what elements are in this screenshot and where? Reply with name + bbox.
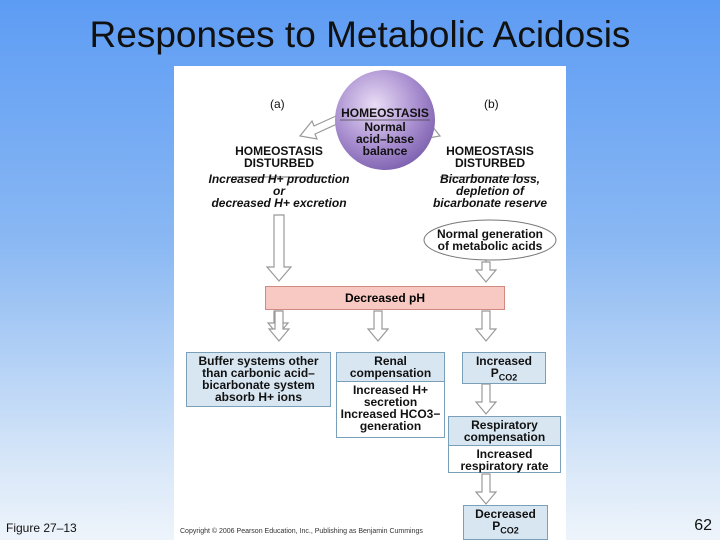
ellipse-shape xyxy=(423,219,557,261)
figure-label: Figure 27–13 xyxy=(6,521,77,535)
arrow-icon xyxy=(474,473,498,505)
copyright: Copyright © 2006 Pearson Education, Inc.… xyxy=(180,528,423,535)
slide-title: Responses to Metabolic Acidosis xyxy=(89,14,631,55)
label-a: (a) xyxy=(270,97,285,111)
decreased-ph-box: Decreased pH xyxy=(265,286,505,310)
label-b: (b) xyxy=(484,97,499,111)
arrow-icon xyxy=(474,383,498,415)
arrow-icon xyxy=(265,214,293,282)
arrow-icon xyxy=(298,115,338,140)
figure: (a) (b) HOMEOSTASIS Normal acid–base bal… xyxy=(174,66,566,540)
arrow-icon xyxy=(474,310,498,342)
page-number: 62 xyxy=(694,517,712,534)
arrow-icon xyxy=(366,310,390,342)
arrows xyxy=(232,70,557,505)
arrow-icon xyxy=(267,310,291,342)
homeostasis-node: HOMEOSTASIS Normal acid–base balance xyxy=(341,106,429,158)
arrow-icon xyxy=(474,261,498,283)
